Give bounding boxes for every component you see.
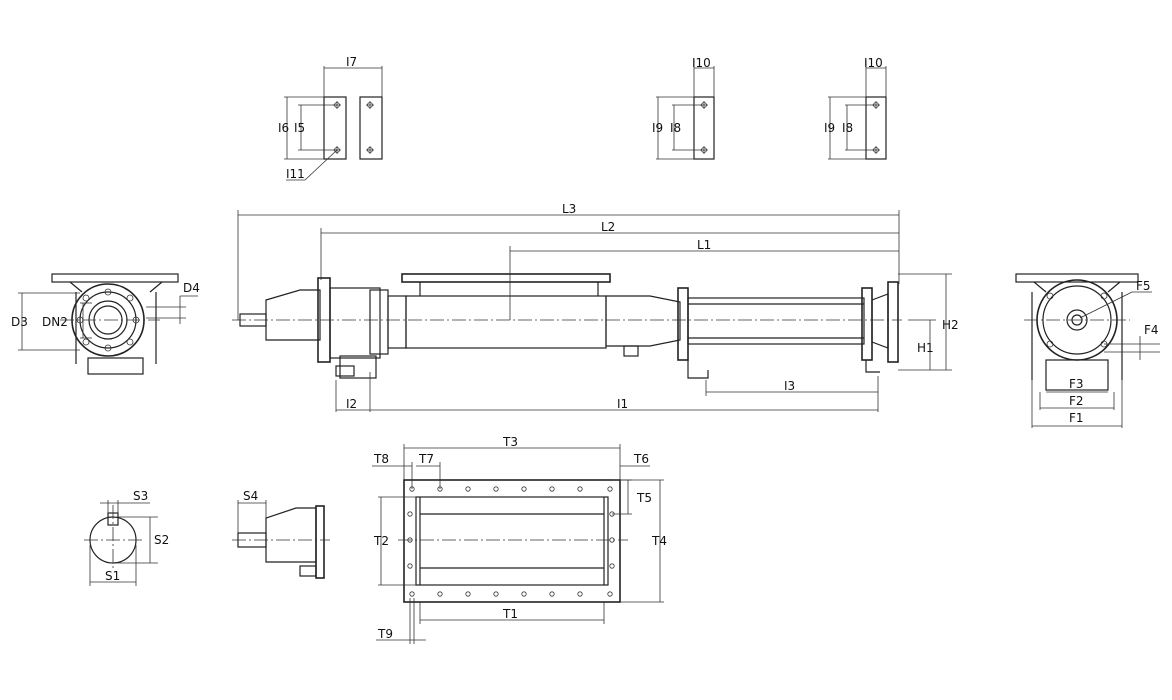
label-t3: T3	[502, 435, 518, 449]
label-t6: T6	[633, 452, 649, 466]
bolt-holes-bottom	[409, 591, 613, 597]
label-f1: F1	[1069, 411, 1084, 425]
label-i3: I3	[784, 379, 795, 393]
label-t7: T7	[418, 452, 434, 466]
label-i10-a: I10	[692, 56, 711, 70]
inlet-flange-view: T3 T8 T7 T6 T5 T2 T4 T1 T9	[372, 435, 667, 644]
label-dn2: DN2	[42, 315, 68, 329]
label-i1: I1	[617, 397, 628, 411]
label-t4: T4	[651, 534, 667, 548]
bracket-detail-middle: I10 I9 I8	[652, 56, 715, 160]
label-t9: T9	[377, 627, 393, 641]
label-f4: F4	[1144, 323, 1159, 337]
label-t8: T8	[373, 452, 389, 466]
bolt-holes-sides	[407, 511, 615, 569]
label-t1: T1	[502, 607, 518, 621]
shaft-section-view: S3 S2 S1	[84, 489, 169, 586]
label-s2: S2	[154, 533, 169, 547]
label-h1: H1	[917, 341, 934, 355]
label-t5: T5	[636, 491, 652, 505]
label-i6: I6	[278, 121, 289, 135]
label-l2: L2	[601, 220, 615, 234]
label-i10-b: I10	[864, 56, 883, 70]
label-s1: S1	[105, 569, 120, 583]
label-i7: I7	[346, 55, 357, 69]
main-side-view: L3 L2 L1 H2 H1 I3 I2 I1	[232, 202, 959, 412]
label-i9-a: I9	[652, 121, 663, 135]
label-i11: I11	[286, 167, 305, 181]
right-end-view: F5 F4 F3 F2 F1	[1015, 273, 1160, 428]
left-end-view: D3 DN2 D4	[11, 273, 200, 375]
label-t2: T2	[373, 534, 389, 548]
drive-shaft-detail: S4	[232, 489, 330, 579]
bracket-detail-left: I7 I6 I5 I11	[278, 55, 383, 181]
label-d3: D3	[11, 315, 28, 329]
label-i9-b: I9	[824, 121, 835, 135]
label-i2: I2	[346, 397, 357, 411]
label-h2: H2	[942, 318, 959, 332]
label-i5: I5	[294, 121, 305, 135]
label-f2: F2	[1069, 394, 1084, 408]
label-l1: L1	[697, 238, 711, 252]
label-d4: D4	[183, 281, 200, 295]
label-i8-b: I8	[842, 121, 853, 135]
bracket-detail-right: I10 I9 I8	[824, 56, 887, 160]
label-f5: F5	[1136, 279, 1151, 293]
label-s3: S3	[133, 489, 148, 503]
label-s4: S4	[243, 489, 258, 503]
label-f3: F3	[1069, 377, 1084, 391]
label-l3: L3	[562, 202, 576, 216]
label-i8-a: I8	[670, 121, 681, 135]
